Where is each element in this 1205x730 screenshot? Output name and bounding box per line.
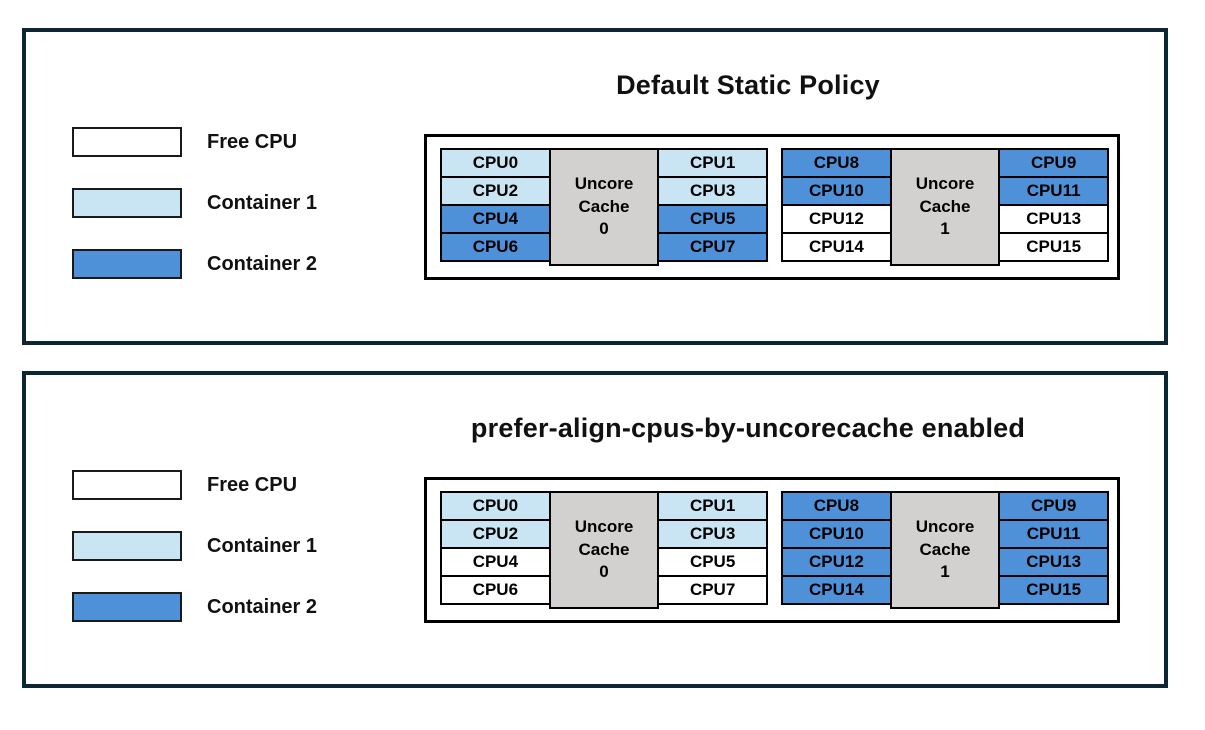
cpu-cell-cpu8: CPU8 [781, 491, 892, 521]
legend-label: Container 2 [207, 595, 318, 618]
uncore-cache-label-line: 0 [599, 219, 609, 239]
cpu-cell-cpu6: CPU6 [440, 575, 551, 605]
cpu-cell-cpu12: CPU12 [781, 547, 892, 577]
legend-label: Container 1 [207, 191, 318, 214]
cpu-cell-cpu1: CPU1 [657, 491, 768, 521]
legend-swatch-free [72, 470, 182, 500]
cpu-cell-cpu2: CPU2 [440, 176, 551, 206]
legend-item: Container 2 [72, 592, 317, 622]
legend-swatch-free [72, 127, 182, 157]
cpu-cell-cpu0: CPU0 [440, 148, 551, 178]
cpu-cell-cpu0: CPU0 [440, 491, 551, 521]
cpu-cell-cpu2: CPU2 [440, 519, 551, 549]
uncore-cache-label-line: Uncore [915, 174, 975, 194]
uncore-cache-label-line: Uncore [915, 517, 975, 537]
cpu-cell-cpu3: CPU3 [657, 519, 768, 549]
cpu-cell-cpu7: CPU7 [657, 575, 768, 605]
cpu-cell-cpu15: CPU15 [998, 575, 1109, 605]
legend-item: Container 1 [72, 188, 317, 218]
uncore-cache-label-line: Uncore [574, 174, 634, 194]
legend-label: Free CPU [207, 130, 298, 153]
panel-default-static-policy: Default Static Policy Free CPU Container … [22, 28, 1168, 345]
uncore-cache-label-line: Cache [578, 539, 630, 559]
cpu-cell-cpu14: CPU14 [781, 232, 892, 262]
uncore-cache-label-line: 1 [940, 219, 950, 239]
legend-swatch-container2 [72, 249, 182, 279]
cpu-cell-cpu13: CPU13 [998, 204, 1109, 234]
cpu-cell-cpu6: CPU6 [440, 232, 551, 262]
panel-title: prefer-align-cpus-by-uncorecache enabled [470, 413, 1026, 443]
legend: Free CPU Container 1 Container 2 [72, 470, 317, 653]
legend-item: Container 1 [72, 531, 317, 561]
legend-swatch-container2 [72, 592, 182, 622]
cpu-cell-cpu10: CPU10 [781, 176, 892, 206]
cpu-cell-cpu4: CPU4 [440, 204, 551, 234]
cpu-cell-cpu11: CPU11 [998, 176, 1109, 206]
cpu-cell-cpu14: CPU14 [781, 575, 892, 605]
uncore-cache-label-line: Cache [578, 196, 630, 216]
uncore-cache-label-line: Cache [919, 539, 971, 559]
uncore-cache-label-line: Uncore [574, 517, 634, 537]
cpu-cell-cpu9: CPU9 [998, 148, 1109, 178]
legend-label: Free CPU [207, 473, 298, 496]
legend-swatch-container1 [72, 188, 182, 218]
cpu-cell-cpu7: CPU7 [657, 232, 768, 262]
cpu-cell-cpu4: CPU4 [440, 547, 551, 577]
cpu-cell-cpu8: CPU8 [781, 148, 892, 178]
legend-item: Free CPU [72, 127, 317, 157]
legend-item: Container 2 [72, 249, 317, 279]
panel-title: Default Static Policy [616, 70, 880, 100]
cpu-cell-cpu5: CPU5 [657, 547, 768, 577]
cpu-cell-cpu5: CPU5 [657, 204, 768, 234]
cpu-cell-cpu1: CPU1 [657, 148, 768, 178]
cpu-cell-cpu10: CPU10 [781, 519, 892, 549]
cpu-cell-cpu3: CPU3 [657, 176, 768, 206]
cpu-cell-cpu13: CPU13 [998, 547, 1109, 577]
cpu-cell-cpu15: CPU15 [998, 232, 1109, 262]
legend-swatch-container1 [72, 531, 182, 561]
legend-item: Free CPU [72, 470, 317, 500]
cpu-cell-cpu12: CPU12 [781, 204, 892, 234]
legend-label: Container 2 [207, 252, 318, 275]
uncore-cache-label-line: Cache [919, 196, 971, 216]
uncore-cache-label-line: 0 [599, 562, 609, 582]
cpu-cell-cpu9: CPU9 [998, 491, 1109, 521]
legend: Free CPU Container 1 Container 2 [72, 127, 317, 310]
uncore-cache-label-line: 1 [940, 562, 950, 582]
legend-label: Container 1 [207, 534, 318, 557]
panel-prefer-align-cpus-by-uncorecache: prefer-align-cpus-by-uncorecache enabled… [22, 371, 1168, 688]
cpu-cell-cpu11: CPU11 [998, 519, 1109, 549]
